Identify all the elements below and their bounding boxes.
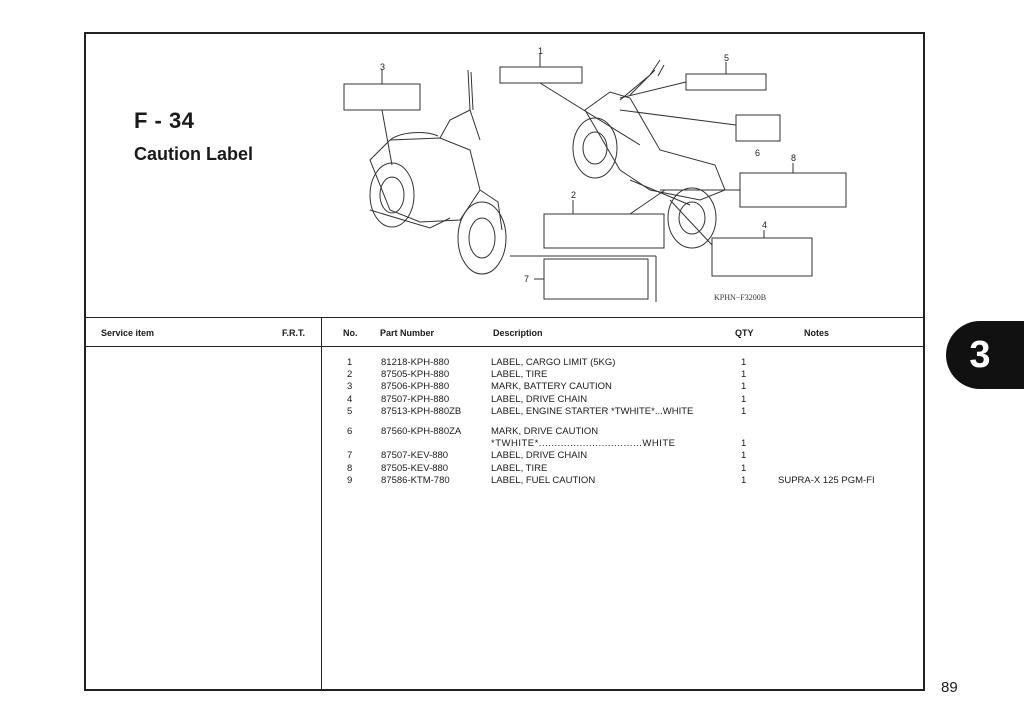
row-qty: 1 [741, 369, 747, 381]
row-qty: 1 [741, 405, 747, 417]
row-no: 3 [347, 381, 353, 393]
callout-7: 8 [791, 153, 797, 163]
callout-3: 3 [380, 62, 386, 72]
row-no: 7 [347, 450, 353, 462]
row-no: 2 [347, 369, 353, 381]
row-part-number: 87505-KPH-880 [381, 369, 450, 381]
header-description: Description [493, 328, 543, 338]
leader-lines [381, 54, 794, 302]
header-qty: QTY [735, 328, 754, 338]
row-no: 4 [347, 393, 353, 405]
row-no: 5 [347, 405, 353, 417]
diagram-illustration [343, 54, 847, 302]
callout-2: 2 [571, 190, 577, 200]
row-qty: 1 [741, 438, 747, 450]
row-description: LABEL, ENGINE STARTER *TWHITE*...WHITE [491, 405, 694, 417]
diagram-table-divider [84, 317, 925, 318]
row-qty: 1 [741, 462, 747, 474]
callout-4: 4 [762, 220, 768, 230]
row-part-number: 87507-KEV-880 [381, 450, 449, 462]
row-description: LABEL, TIRE [491, 462, 548, 474]
section-code: F - 34 [134, 108, 195, 133]
row-part-number: 81218-KPH-880 [381, 357, 450, 368]
drawing-code: KPHN−F3200B [714, 293, 767, 302]
row-part-number: 87513-KPH-880ZB [381, 405, 462, 417]
scooter-left-drawing [369, 69, 507, 275]
row-description: LABEL, DRIVE CHAIN [491, 393, 588, 405]
row-part-number: 87506-KPH-880 [381, 381, 450, 393]
row-description-continuation: *TWHITE*................................… [491, 438, 676, 450]
row-description: LABEL, DRIVE CHAIN [491, 450, 588, 462]
section-title-block: F - 34 Caution Label [134, 108, 253, 165]
row-description: MARK, DRIVE CAUTION [491, 425, 599, 437]
header-divider [84, 346, 925, 347]
scooter-right-drawing [572, 59, 726, 249]
page-number: 89 [941, 679, 958, 696]
chapter-tab: 3 [946, 321, 1024, 389]
callout-8: 7 [524, 274, 530, 284]
header-frt: F.R.T. [282, 328, 306, 338]
label-plates [343, 66, 847, 300]
row-qty: 1 [741, 393, 747, 405]
row-part-number: 87507-KPH-880 [381, 393, 450, 405]
row-no: 1 [347, 357, 353, 368]
row-description: MARK, BATTERY CAUTION [491, 381, 612, 393]
row-no: 9 [347, 474, 353, 486]
row-part-number: 87586-KTM-780 [381, 474, 450, 486]
column-divider [321, 318, 322, 691]
row-no: 6 [347, 425, 353, 437]
callout-5: 5 [724, 53, 730, 63]
row-description: LABEL, CARGO LIMIT (5KG) [491, 357, 616, 368]
header-service-item: Service item [101, 328, 155, 338]
row-description: LABEL, FUEL CAUTION [491, 474, 596, 486]
parts-diagram: 1 2 3 4 5 6 8 7 KPHN−F3200B [330, 40, 870, 310]
row-part-number: 87505-KEV-880 [381, 462, 449, 474]
header-part-number: Part Number [380, 328, 435, 338]
row-qty: 1 [741, 474, 747, 486]
page-frame [84, 32, 925, 691]
row-no: 8 [347, 462, 353, 474]
row-qty: 1 [741, 381, 747, 393]
row-notes: SUPRA-X 125 PGM-FI [778, 474, 875, 486]
header-no: No. [343, 328, 358, 338]
row-qty: 1 [741, 357, 747, 368]
callout-1: 1 [538, 46, 544, 56]
row-description: LABEL, TIRE [491, 369, 548, 381]
row-part-number: 87560-KPH-880ZA [381, 425, 462, 437]
callout-6: 6 [755, 148, 761, 158]
section-name: Caution Label [134, 144, 254, 164]
header-notes: Notes [804, 328, 830, 338]
row-qty: 1 [741, 450, 747, 462]
